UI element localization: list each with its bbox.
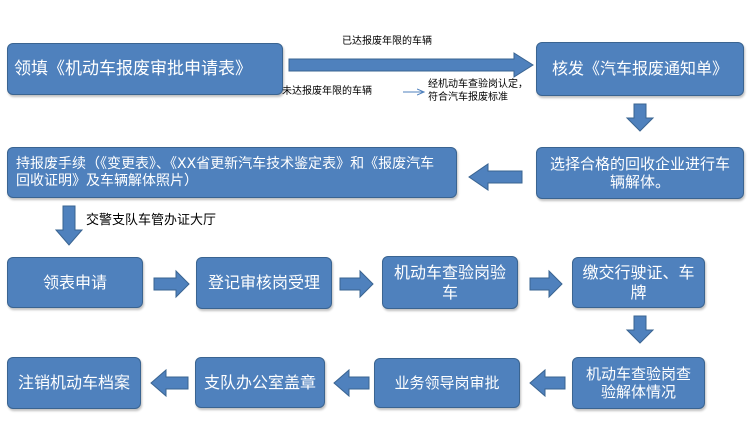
node-leader-approve: 业务领导岗审批 xyxy=(374,358,520,408)
node-apply-form: 领填《机动车报废审批申请表》 xyxy=(7,43,283,95)
arrow-left-4 xyxy=(150,368,189,398)
arrow-left-1 xyxy=(468,163,523,191)
arrow-to-issue-notice xyxy=(288,52,534,78)
node-documents-text: 持报废手续（《变更表》、《XX省更新汽车技术鉴定表》和《报废汽车回收证明》及车辆… xyxy=(16,155,435,189)
arrow-right-1 xyxy=(153,269,190,299)
label-traffic-hall: 交警支队车管办证大厅 xyxy=(86,213,217,228)
arrow-left-2 xyxy=(529,368,566,398)
node-get-form-text: 领表申请 xyxy=(42,272,107,292)
node-cancel-archive-text: 注销机动车档案 xyxy=(17,373,130,393)
node-inspect-dismantle-text: 机动车查验岗查验解体情况 xyxy=(585,365,691,401)
node-return-license: 缴交行驶证、车牌 xyxy=(572,257,705,308)
node-select-enterprise-text: 选择合格的回收企业进行车辆解体。 xyxy=(549,155,730,191)
node-issue-notice-text: 核发《汽车报废通知单》 xyxy=(551,59,728,79)
arrow-down-2 xyxy=(54,205,84,246)
node-issue-notice: 核发《汽车报废通知单》 xyxy=(536,42,744,96)
arrow-right-2 xyxy=(339,269,374,299)
node-leader-approve-text: 业务领导岗审批 xyxy=(394,374,500,392)
arrow-down-1 xyxy=(625,103,655,132)
node-office-stamp-text: 支队办公室盖章 xyxy=(203,372,316,392)
label-reached-limit: 已达报废年限的车辆 xyxy=(342,36,432,47)
arrow-right-3 xyxy=(529,269,563,299)
node-documents: 持报废手续（《变更表》、《XX省更新汽车技术鉴定表》和《报废汽车回收证明》及车辆… xyxy=(7,147,457,198)
arrow-left-3 xyxy=(333,368,370,398)
label-inspected-meets: 经机动车查验岗认定，符合汽车报废标准 xyxy=(428,79,528,103)
node-inspect-vehicle-text: 机动车查验岗验车 xyxy=(393,263,506,302)
node-return-license-text: 缴交行驶证、车牌 xyxy=(582,263,695,302)
label-not-reached-limit: 未达报废年限的车辆 xyxy=(282,86,372,97)
node-apply-form-text: 领填《机动车报废审批申请表》 xyxy=(14,58,252,79)
node-register-review-text: 登记审核岗受理 xyxy=(207,273,320,293)
arrow-down-3 xyxy=(625,315,655,344)
node-cancel-archive: 注销机动车档案 xyxy=(7,357,141,409)
node-inspect-dismantle: 机动车查验岗查验解体情况 xyxy=(572,357,705,409)
node-select-enterprise: 选择合格的回收企业进行车辆解体。 xyxy=(536,147,744,199)
node-inspect-vehicle: 机动车查验岗验车 xyxy=(382,256,518,309)
node-office-stamp: 支队办公室盖章 xyxy=(195,357,325,408)
node-register-review: 登记审核岗受理 xyxy=(196,257,332,309)
node-get-form: 领表申请 xyxy=(7,257,143,308)
